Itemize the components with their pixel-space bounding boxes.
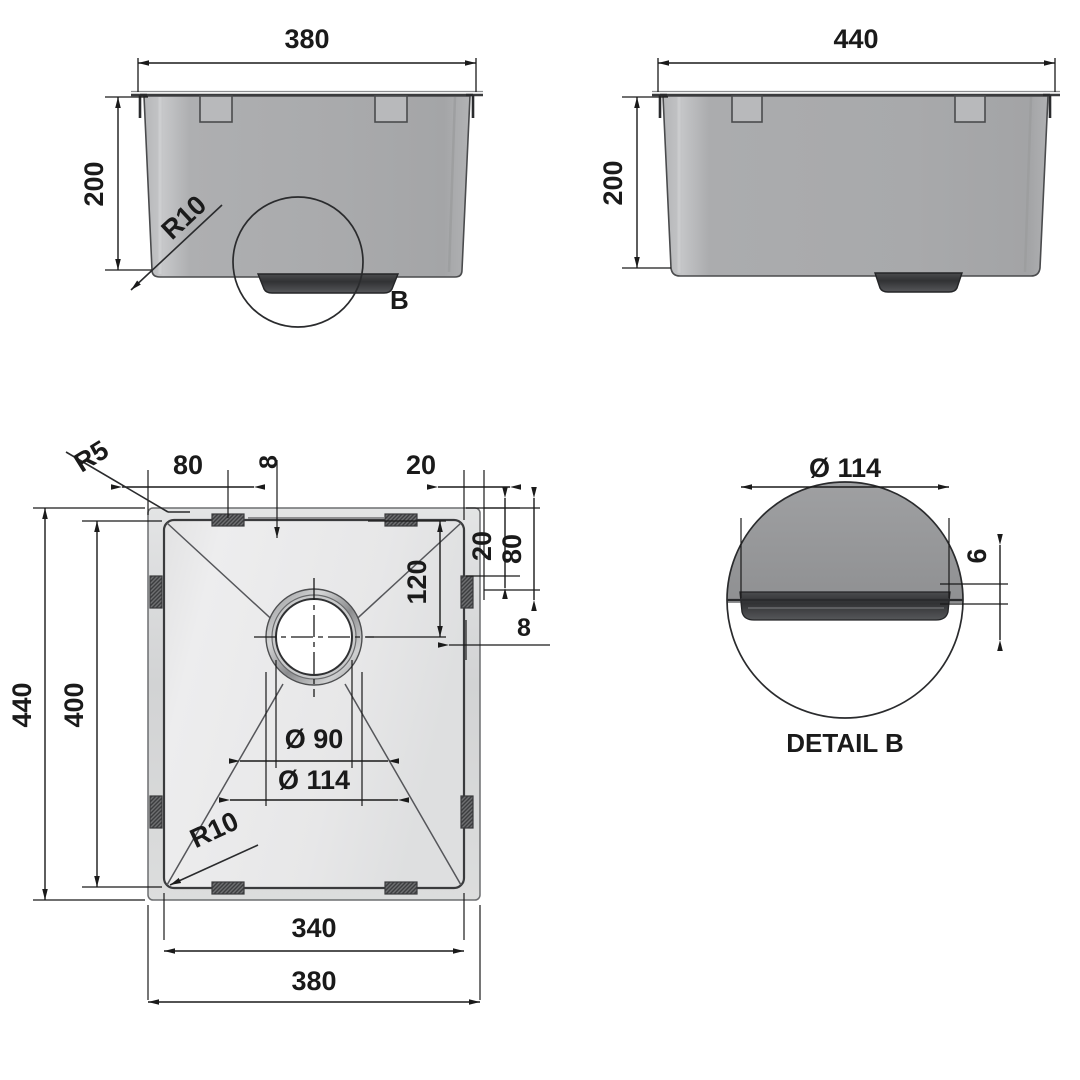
- front-width-dimension: 380: [137, 24, 477, 92]
- front-clip-bracket-right: [466, 93, 475, 118]
- side-mounting-tab-right: [954, 95, 986, 123]
- plan-slope-line-bl: [166, 683, 284, 886]
- front-clip-bracket-left: [138, 93, 147, 118]
- plan-r10-leader-line: [169, 844, 259, 886]
- plan-inner-width-dimension: 340: [163, 893, 465, 954]
- front-mounting-tab-right: [374, 95, 408, 123]
- plan-clip-width-right-dimension: 20: [466, 487, 520, 599]
- plan-drain-inner-dia-dimension: Ø 90: [229, 660, 399, 768]
- side-drain-boss: [874, 272, 963, 293]
- plan-clip-right-lower: [460, 795, 474, 829]
- plan-400-dim-label: 400: [59, 682, 89, 727]
- plan-inner-height-dimension: 400: [59, 520, 162, 888]
- plan-80right-dim-label: 80: [497, 534, 527, 564]
- front-width-dim-label: 380: [284, 24, 329, 54]
- plan-rim-thickness-top-dimension: 8: [255, 455, 283, 538]
- detail-b-boundary-circle: [726, 481, 964, 719]
- front-body-highlight-right: [447, 96, 457, 273]
- plan-d90-dim-label: Ø 90: [285, 724, 344, 754]
- plan-clip-top-right: [384, 513, 418, 527]
- detail-b-depth-dimension: 6: [940, 534, 1008, 651]
- side-width-dim-label: 440: [833, 24, 878, 54]
- side-clip-bracket-left: [658, 93, 667, 118]
- side-body-outline: [662, 95, 1049, 277]
- detail-b-callout-circle: [232, 196, 364, 328]
- side-elevation-view: 440 200: [598, 24, 1060, 293]
- plan-20right-dim-label: 20: [467, 531, 497, 561]
- plan-clip-offset-right-dimension: 80: [484, 487, 540, 611]
- plan-8top-dim-label: 8: [255, 455, 283, 469]
- plan-r5-leader-line: [65, 451, 169, 513]
- side-body-highlight-right: [1023, 96, 1033, 273]
- side-sink-body: [662, 95, 1049, 277]
- plan-80top-dim-label: 80: [173, 450, 203, 480]
- plan-outer-width-dimension: 380: [147, 905, 481, 1005]
- plan-basin-opening: [162, 518, 466, 890]
- detail-b-dia-dimension: Ø 114: [740, 453, 950, 598]
- plan-clip-right-upper: [460, 575, 474, 609]
- front-mounting-tab-left: [199, 95, 233, 123]
- side-height-dim-label: 200: [598, 160, 628, 205]
- plan-view: 440 400 340 380 80: [7, 435, 550, 1005]
- front-height-dim-label: 200: [79, 161, 109, 206]
- plan-rim-thickness-right-dimension: 8: [438, 614, 550, 660]
- side-height-dimension: 200: [598, 96, 671, 269]
- detail-b-6-label: 6: [962, 548, 992, 563]
- plan-8right-dim-label: 8: [517, 614, 531, 642]
- front-r10-leader-line: [130, 204, 223, 291]
- front-sink-body: [143, 95, 471, 278]
- plan-drain-centerlines: [254, 578, 374, 697]
- plan-edge-offset-right-dimension: 20: [406, 450, 521, 600]
- detail-b-marker-label: B: [390, 285, 409, 315]
- plan-d114-dim-label: Ø 114: [278, 765, 350, 795]
- plan-440-dim-label: 440: [7, 682, 37, 727]
- detail-b-drain-section: [739, 591, 951, 621]
- front-height-dimension: 200: [79, 96, 152, 271]
- side-mounting-tab-left: [731, 95, 763, 123]
- side-clip-bracket-right: [1043, 93, 1052, 118]
- detail-b-d114-label: Ø 114: [809, 453, 881, 483]
- plan-mounting-clips: [149, 513, 474, 895]
- plan-340-dim-label: 340: [291, 913, 336, 943]
- plan-clip-bottom-left: [211, 881, 245, 895]
- plan-outer-height-dimension: 440: [7, 507, 145, 901]
- side-width-dimension: 440: [657, 24, 1056, 92]
- plan-drain-offset-dimension: 120: [366, 520, 446, 638]
- plan-clip-offset-left-dimension: 80: [111, 450, 265, 518]
- plan-120-dim-label: 120: [402, 559, 432, 604]
- plan-drain-outer-dia-dimension: Ø 114: [219, 672, 409, 806]
- plan-clip-left-lower: [149, 795, 163, 829]
- plan-380-dim-label: 380: [291, 966, 336, 996]
- front-elevation-view: B 380 200 R10: [79, 24, 483, 328]
- front-body-outline: [143, 95, 471, 278]
- plan-20top-dim-label: 20: [406, 450, 436, 480]
- plan-clip-bottom-right: [384, 881, 418, 895]
- plan-slope-line-br: [344, 683, 462, 886]
- plan-clip-left-upper: [149, 575, 163, 609]
- front-drain-boss: [256, 273, 400, 294]
- detail-b-caption: DETAIL B: [786, 728, 903, 758]
